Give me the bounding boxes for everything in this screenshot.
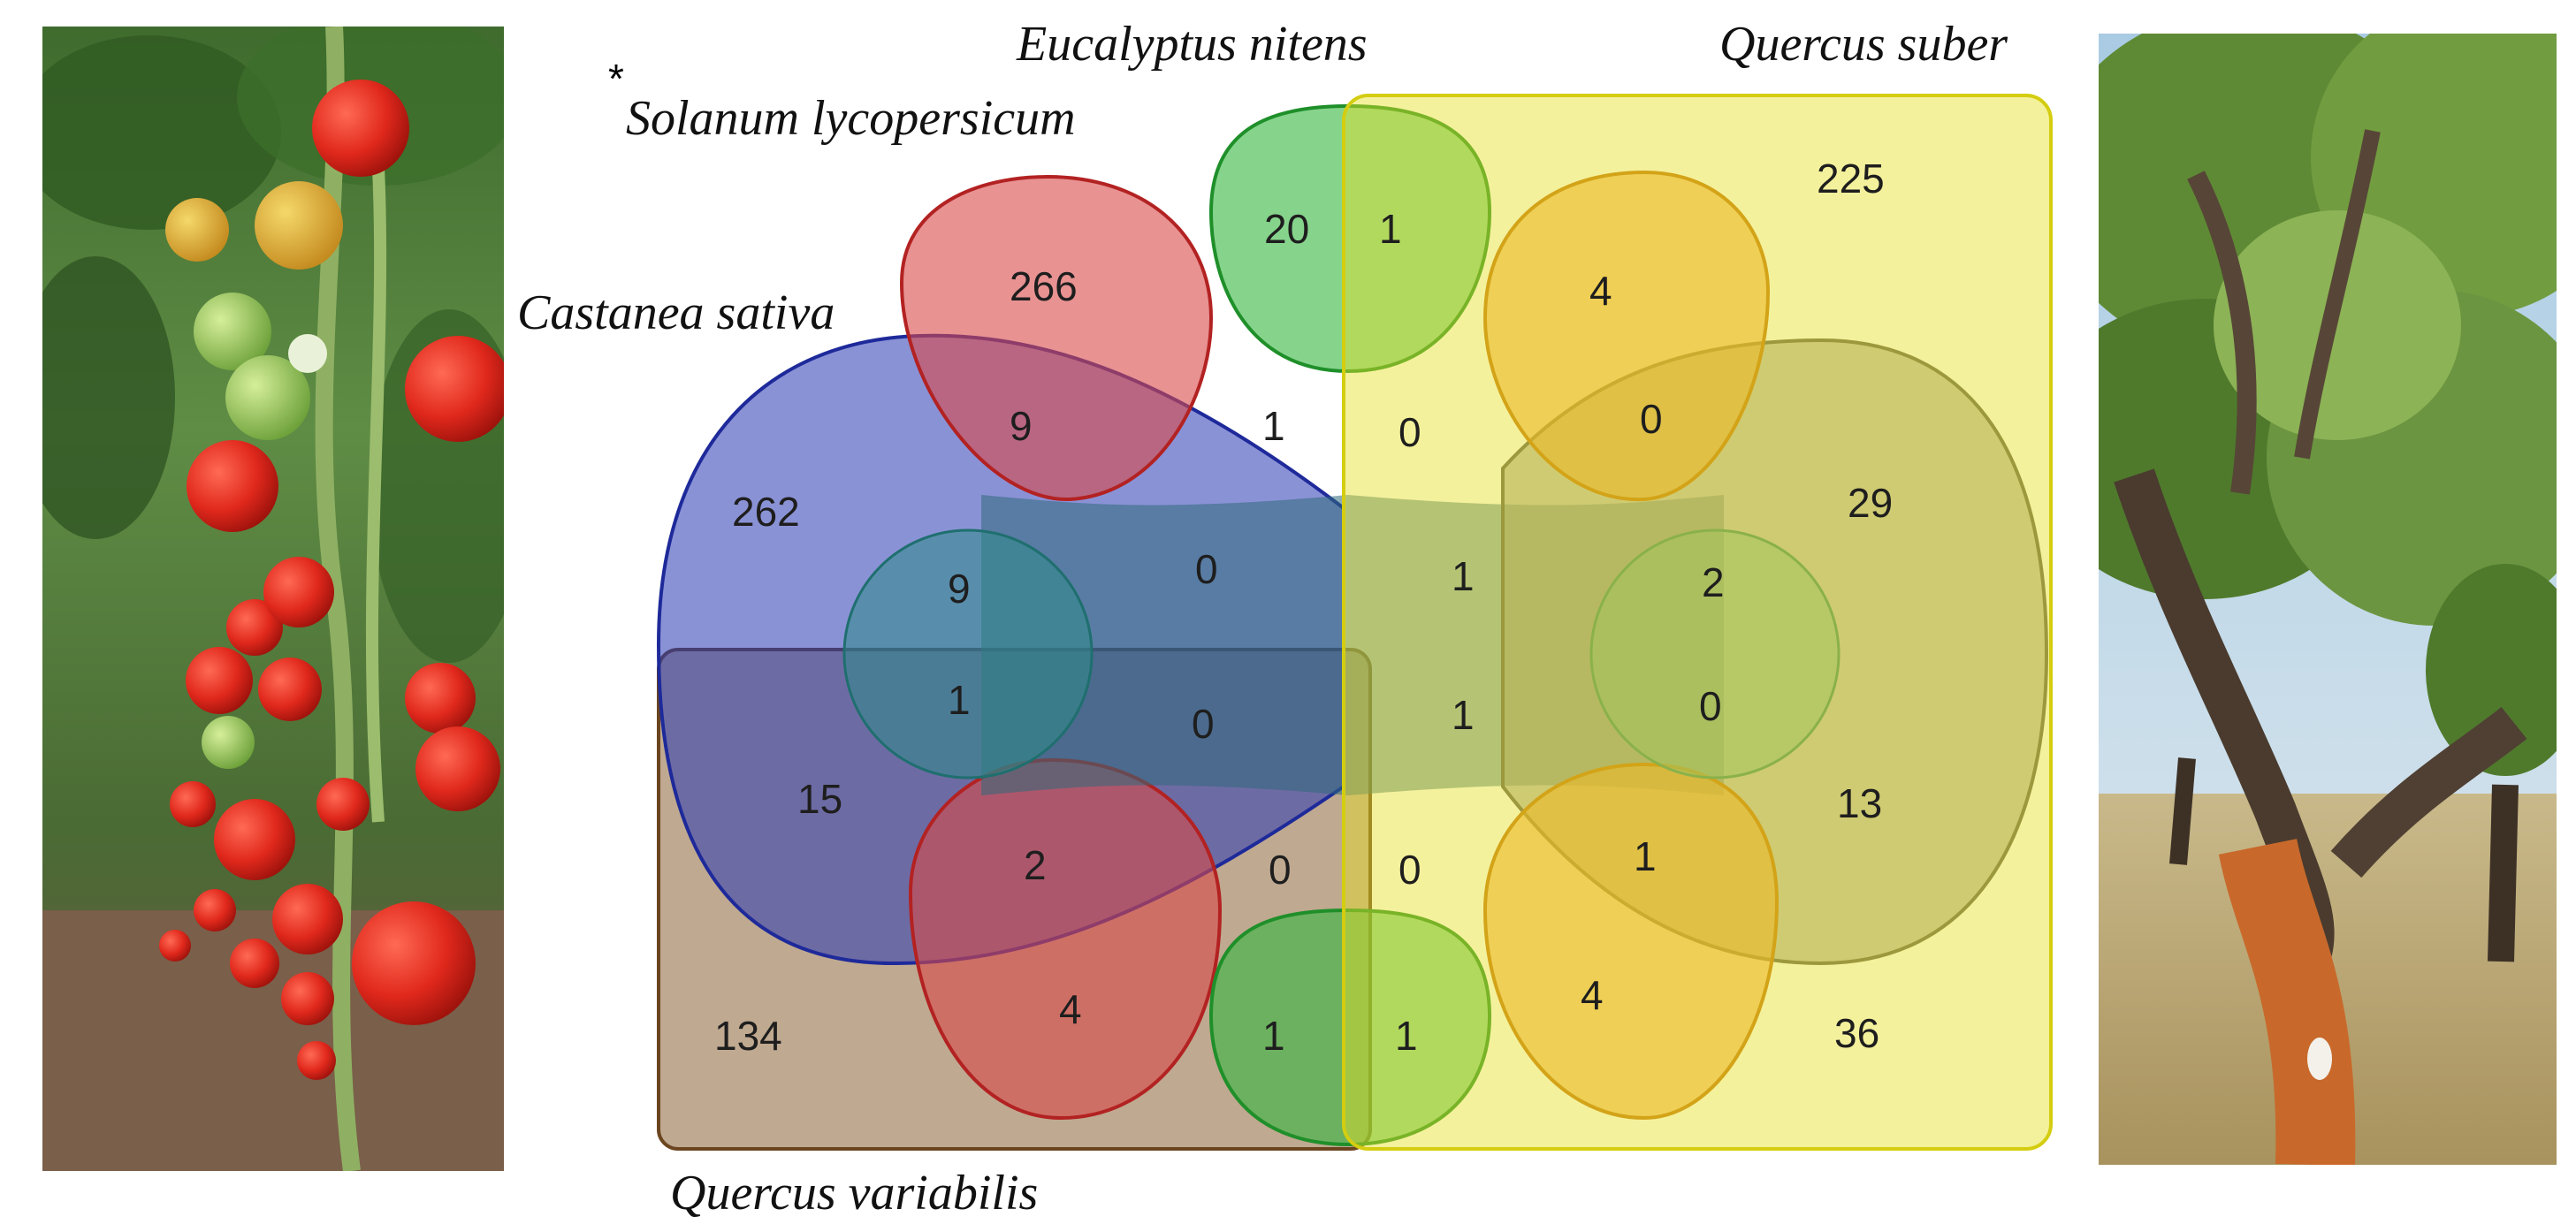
count-teal-left-bottom: 1 (948, 677, 971, 723)
count-lower-left-lobe-lower: 4 (1059, 986, 1082, 1032)
label-solanum-lycopersicum: Solanum lycopersicum (626, 91, 1076, 146)
count-grey-right: 29 (1848, 480, 1893, 526)
asterisk-marker: * (608, 56, 624, 102)
count-variabilis-only: 134 (714, 1013, 782, 1059)
count-castanea-solanum: 9 (1010, 403, 1033, 449)
eucalyptus-upper-lobe (1208, 103, 1492, 374)
count-eucalyptus-center-bottom: 0 (1269, 847, 1292, 893)
count-solanum-only: 266 (1010, 263, 1078, 309)
count-suber-grey-top: 0 (1640, 396, 1663, 442)
count-suber-center-top: 0 (1399, 409, 1421, 455)
label-quercus-variabilis: Quercus variabilis (670, 1166, 1038, 1220)
count-lower-left-lobe-upper: 2 (1024, 842, 1047, 888)
count-eucalyptus-only: 20 (1264, 206, 1309, 252)
eucalyptus-lower-lobe (1208, 908, 1492, 1147)
orange-lower-lobe (1482, 762, 1780, 1121)
teal-circle-left (842, 528, 1094, 779)
count-center-left-lower: 0 (1192, 701, 1215, 747)
count-center-left-upper: 0 (1195, 546, 1218, 592)
count-eucalyptus-center-top: 1 (1262, 403, 1285, 449)
count-suber-variabilis: 36 (1834, 1010, 1879, 1056)
count-castanea-only: 262 (732, 489, 800, 535)
solanum-upper-lobe (899, 174, 1214, 502)
count-suber-top-lobe: 4 (1589, 268, 1612, 314)
count-center-right-upper: 1 (1452, 553, 1475, 599)
label-castanea-sativa: Castanea sativa (517, 285, 835, 340)
count-suber-center-bottom: 0 (1399, 847, 1421, 893)
label-quercus-suber: Quercus suber (1719, 17, 2008, 72)
count-teal-right-bottom: 0 (1699, 683, 1722, 729)
teal-circle-right (1589, 528, 1841, 779)
count-grey-right-lower: 13 (1837, 780, 1882, 826)
count-teal-right-top: 2 (1702, 559, 1725, 605)
count-lower-right-lobe-upper: 1 (1634, 833, 1657, 879)
count-teal-left-top: 9 (948, 566, 971, 612)
count-lower-right-lobe-lower: 4 (1581, 972, 1604, 1018)
cork-oak-tree-photo (2099, 34, 2557, 1165)
tomato-plant-photo (42, 27, 504, 1171)
label-eucalyptus-nitens: Eucalyptus nitens (1016, 17, 1368, 72)
count-eucalyptus-suber: 1 (1379, 206, 1402, 252)
count-eucalyptus-bottom: 1 (1262, 1013, 1285, 1059)
quercus-suber-set (1342, 94, 2053, 1151)
orange-upper-lobe (1482, 170, 1771, 502)
count-center-right-lower: 1 (1452, 692, 1475, 738)
count-eucalyptus-suber-bottom: 1 (1395, 1013, 1418, 1059)
count-suber-only: 225 (1817, 156, 1885, 201)
count-castanea-variabilis: 15 (797, 776, 842, 822)
